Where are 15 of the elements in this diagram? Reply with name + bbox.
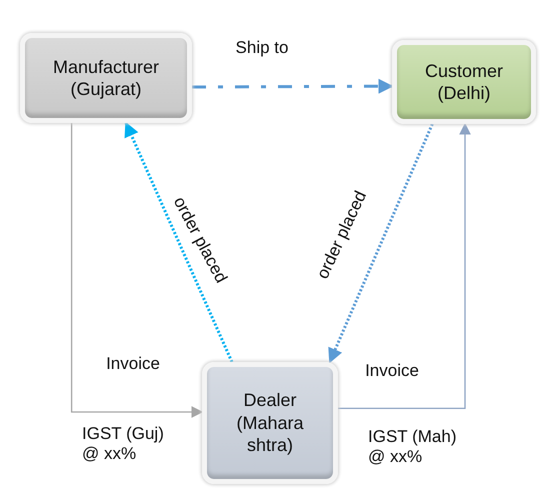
arrow: [70, 123, 204, 418]
node-label: Manufacturer (Gujarat): [52, 56, 160, 100]
tax-note: IGST (Guj) @ xx%: [82, 424, 165, 465]
node-label: Customer (Delhi): [424, 60, 504, 104]
process-box: [202, 362, 338, 484]
arrow: [338, 122, 471, 409]
arrow: [328, 123, 434, 364]
edge-label: order placed: [312, 186, 372, 284]
tax-note: IGST (Mah) @ xx%: [368, 427, 458, 468]
process-box: [392, 40, 536, 124]
arrow: [124, 122, 234, 363]
node-label: Dealer (Mahara shtra): [235, 389, 305, 457]
arrow: [192, 78, 394, 94]
process-box: [20, 33, 192, 123]
edge-label: Ship to: [234, 38, 290, 58]
